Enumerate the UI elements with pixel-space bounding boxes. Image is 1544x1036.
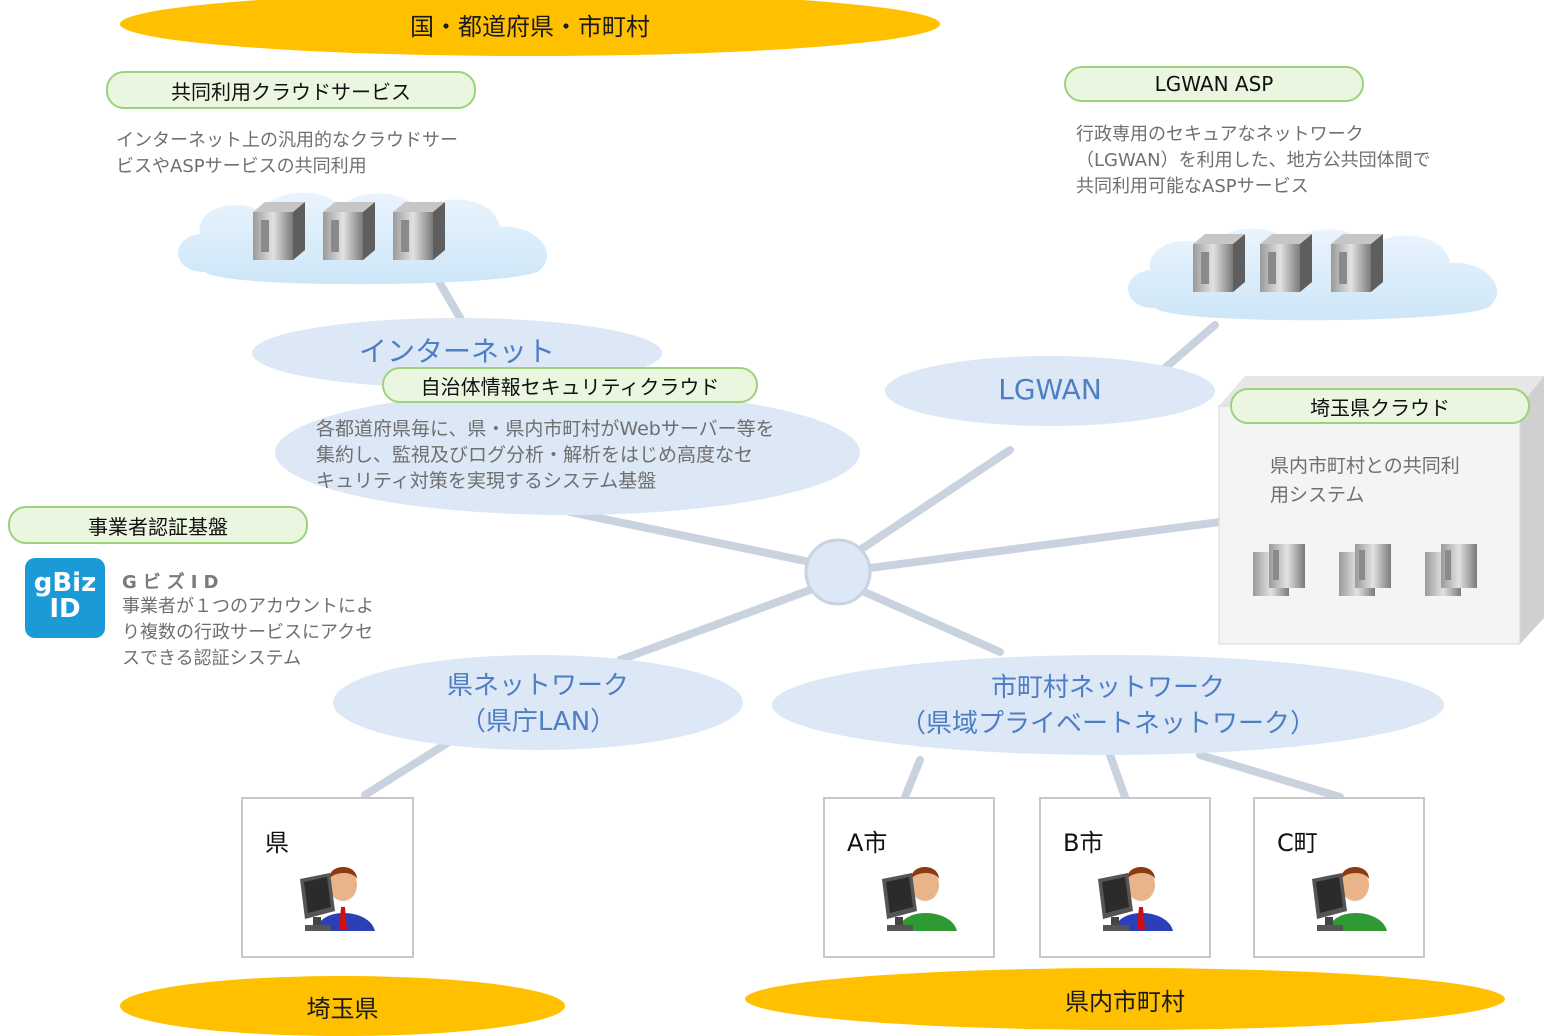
security-cloud-title: 自治体情報セキュリティクラウド <box>382 367 758 403</box>
pref-network-label: 県ネットワーク （県庁LAN） <box>333 668 743 740</box>
gbizid-desc-line2: り複数の行政サービスにアクセ <box>122 622 374 643</box>
top-banner: 国・都道府県・市町村 <box>120 0 940 56</box>
muni-network-line1: 市町村ネットワーク <box>990 673 1225 703</box>
muni-network <box>772 655 1444 755</box>
server-icon <box>253 202 305 260</box>
gbizid-logo-line2: ID <box>49 594 81 624</box>
terminal-a-label: A市 <box>847 829 888 857</box>
pref-network-line2: （県庁LAN） <box>459 707 617 737</box>
terminal-pref: 県 <box>241 797 414 958</box>
business-auth-title: 事業者認証基盤 <box>8 506 308 544</box>
muni-network-label: 市町村ネットワーク （県域プライベートネットワーク） <box>772 670 1444 742</box>
lgwan-asp-title: LGWAN ASP <box>1064 66 1364 102</box>
saitama-cloud-title-text: 埼玉県クラウド <box>1310 395 1450 420</box>
shared-cloud-servers-cloud <box>178 192 548 285</box>
saitama-cloud-title: 埼玉県クラウド <box>1230 388 1530 424</box>
lgwan-label: LGWAN <box>998 373 1102 406</box>
top-banner-text: 国・都道府県・市町村 <box>410 12 650 41</box>
user-computer-icon <box>300 867 375 931</box>
terminal-c-label: C町 <box>1277 829 1318 857</box>
user-computer-icon <box>882 867 957 931</box>
lgwan-asp-desc-line3: 共同利用可能なASPサービス <box>1076 176 1309 197</box>
muni-network-line2: （県域プライベートネットワーク） <box>899 709 1316 739</box>
business-auth-title-text: 事業者認証基盤 <box>88 514 228 539</box>
terminal-pref-label: 県 <box>265 829 289 857</box>
gbizid-desc-line1: 事業者が１つのアカウントによ <box>122 596 374 617</box>
shared-cloud-desc-line1: インターネット上の汎用的なクラウドサー <box>116 130 458 151</box>
bottom-left-banner: 埼玉県 <box>120 976 565 1036</box>
user-computer-icon <box>1312 867 1387 931</box>
terminal-c: C町 <box>1253 797 1425 958</box>
saitama-cloud-desc-line2: 用システム <box>1270 484 1365 506</box>
user-computer-icon <box>1098 867 1173 931</box>
terminal-a: A市 <box>823 797 995 958</box>
shared-cloud-title: 共同利用クラウドサービス <box>106 71 476 109</box>
saitama-cloud-desc-line1: 県内市町村との共同利 <box>1270 455 1460 477</box>
security-cloud-title-text: 自治体情報セキュリティクラウド <box>420 374 720 399</box>
security-cloud-desc-line1: 各都道府県毎に、県・県内市町村がWebサーバー等を <box>316 418 775 440</box>
lgwan-asp-desc-line2: （LGWAN）を利用した、地方公共団体間で <box>1076 150 1431 171</box>
gbizid-logo-line1: gBiz <box>33 568 97 598</box>
gbizid-logo: gBiz ID <box>25 558 105 638</box>
gbizid-name: GビズID <box>122 572 225 593</box>
terminal-b-label: B市 <box>1063 829 1104 857</box>
lgwan-asp-desc-line1: 行政専用のセキュアなネットワーク <box>1076 124 1364 145</box>
lgwan-asp-description: 行政専用のセキュアなネットワーク （LGWAN）を利用した、地方公共団体間で 共… <box>1076 122 1536 200</box>
pref-network-line1: 県ネットワーク <box>446 671 629 701</box>
saitama-cloud-description: 県内市町村との共同利 用システム <box>1270 452 1500 510</box>
bottom-left-banner-text: 埼玉県 <box>306 994 379 1023</box>
security-cloud-desc-line3: キュリティ対策を実現するシステム基盤 <box>316 470 657 492</box>
security-cloud-description: 各都道府県毎に、県・県内市町村がWebサーバー等を 集約し、監視及びログ分析・解… <box>316 416 856 494</box>
pref-network <box>333 655 743 750</box>
gbizid-description: 事業者が１つのアカウントによ り複数の行政サービスにアクセ スできる認証システム <box>122 594 442 672</box>
bottom-right-banner: 県内市町村 <box>745 968 1505 1030</box>
shared-cloud-description: インターネット上の汎用的なクラウドサー ビスやASPサービスの共同利用 <box>116 128 546 180</box>
terminal-b: B市 <box>1039 797 1211 958</box>
gbizid-desc-line3: スできる認証システム <box>122 648 302 669</box>
shared-cloud-desc-line2: ビスやASPサービスの共同利用 <box>116 156 367 177</box>
shared-cloud-title-text: 共同利用クラウドサービス <box>171 79 411 104</box>
bottom-right-banner-text: 県内市町村 <box>1065 987 1185 1016</box>
security-cloud-network <box>275 390 860 515</box>
lgwan-network <box>885 356 1215 426</box>
lgwan-asp-servers-cloud <box>1128 228 1498 321</box>
lgwan-asp-title-text: LGWAN ASP <box>1154 72 1274 96</box>
internet-label: インターネット <box>358 335 555 368</box>
security-cloud-desc-line2: 集約し、監視及びログ分析・解析をはじめ高度なセ <box>316 444 754 466</box>
